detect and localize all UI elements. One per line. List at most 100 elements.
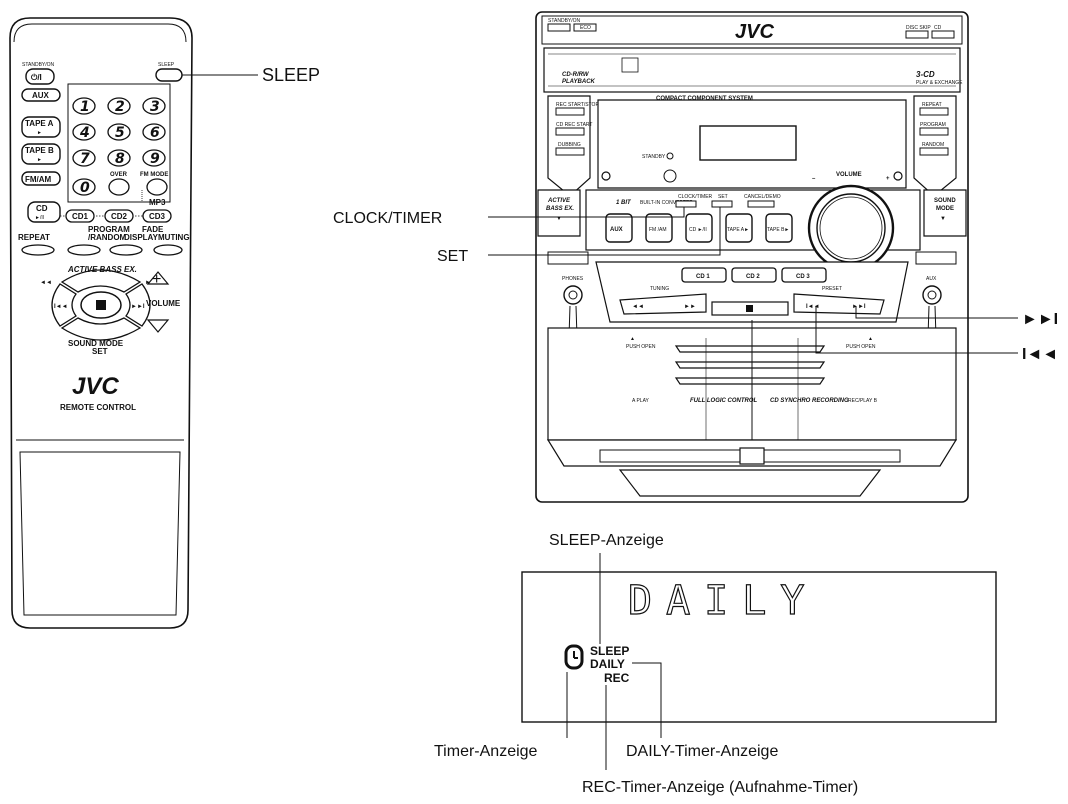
svg-text:AUX: AUX <box>926 276 937 282</box>
remote-program-button[interactable] <box>67 244 101 256</box>
unit-cd2-button[interactable] <box>731 267 777 283</box>
svg-text:DISC SKIP: DISC SKIP <box>906 25 931 31</box>
remote-key-1[interactable] <box>72 97 96 115</box>
svg-text:ACTIVE: ACTIVE <box>547 198 571 204</box>
unit-eco-button[interactable] <box>573 23 597 32</box>
remote-over-button[interactable] <box>108 178 130 196</box>
unit-tape-a-button[interactable] <box>725 213 753 243</box>
remote-sound-mode-label-2: SET <box>92 347 108 356</box>
remote-display-label: DISPLAY <box>124 233 159 242</box>
remote-key-5[interactable] <box>107 123 131 141</box>
volume-knob[interactable] <box>807 184 895 272</box>
unit-left-column: REC START/STOP CD REC START DUBBING <box>547 95 599 197</box>
display-panel <box>521 571 997 723</box>
remote-next-button[interactable] <box>125 283 151 327</box>
unit-aux-button[interactable] <box>605 213 633 243</box>
unit-tape-b-button[interactable] <box>765 213 793 243</box>
remote-active-bass-button[interactable] <box>60 269 142 293</box>
remote-tape-a-label: TAPE A <box>25 119 54 128</box>
unit-dubbing-button[interactable] <box>555 147 585 156</box>
segment-display-text: DAILY <box>628 578 818 624</box>
svg-text:AUX: AUX <box>610 227 623 233</box>
remote-cd-label: CD <box>36 204 48 213</box>
unit-right-column: REPEAT PROGRAM RANDOM <box>913 95 957 197</box>
remote-fm-am-label: FM/AM <box>25 175 52 184</box>
unit-clock-timer-button[interactable] <box>675 200 697 208</box>
svg-text:BUILT-IN CONVERTER: BUILT-IN CONVERTER <box>640 200 693 206</box>
svg-text:CD REC START: CD REC START <box>556 122 592 128</box>
unit-random-button[interactable] <box>919 147 949 156</box>
remote-number-keys: 1 2 3 4 5 6 7 8 9 0 OVER FM MODE MP3 <box>72 97 168 207</box>
remote-fade-button[interactable] <box>153 244 183 256</box>
remote-aux-button[interactable] <box>21 88 61 102</box>
remote-cd1-button[interactable] <box>65 209 95 223</box>
svg-text:PLAY & EXCHANGE: PLAY & EXCHANGE <box>916 80 963 86</box>
remote-key-0[interactable] <box>72 178 96 196</box>
unit-standby-button[interactable] <box>547 23 571 32</box>
compact-disc-icon <box>621 57 639 73</box>
remote-sleep-button[interactable] <box>155 68 183 82</box>
svg-text:FULL LOGIC CONTROL: FULL LOGIC CONTROL <box>690 398 758 404</box>
remote-key-6[interactable] <box>142 123 166 141</box>
unit-cd-rec-button[interactable] <box>555 127 585 136</box>
remote-key-2[interactable] <box>107 97 131 115</box>
svg-text:+: + <box>152 271 161 288</box>
unit-cd3-button[interactable] <box>781 267 827 283</box>
remote-key-4[interactable] <box>72 123 96 141</box>
unit-cd-play-button[interactable] <box>685 213 713 243</box>
svg-text:ECO: ECO <box>580 25 591 31</box>
svg-text:►: ► <box>37 157 42 163</box>
svg-text:CANCEL/DEMO: CANCEL/DEMO <box>744 194 781 200</box>
unit-active-bass-button[interactable] <box>537 189 581 237</box>
unit-program-button[interactable] <box>919 127 949 136</box>
remote-volume-down-button[interactable] <box>146 319 170 333</box>
unit-display-window <box>699 125 797 161</box>
unit-rec-start-button[interactable] <box>555 107 585 116</box>
remote-standby-button[interactable] <box>25 68 55 85</box>
unit-set-button[interactable] <box>711 200 733 208</box>
remote-repeat-label: REPEAT <box>18 233 50 242</box>
unit-cd1-button[interactable] <box>681 267 727 283</box>
remote-volume-up-button[interactable] <box>146 271 170 285</box>
remote-over-label: OVER <box>110 172 128 178</box>
unit-eject-button[interactable] <box>931 30 955 39</box>
remote-fm-mode-button[interactable] <box>146 178 168 196</box>
unit-source-buttons: AUX FM /AM CD ►/II TAPE A► TAPE B► <box>605 213 793 243</box>
unit-cancel-demo-button[interactable] <box>747 200 775 208</box>
svg-text:STANDBY: STANDBY <box>642 154 666 160</box>
svg-text:8: 8 <box>115 151 125 167</box>
remote-cd-button[interactable] <box>27 201 61 223</box>
unit-sound-mode-button[interactable] <box>923 189 967 237</box>
remote-key-7[interactable] <box>72 149 96 167</box>
remote-key-3[interactable] <box>142 97 166 115</box>
remote-fm-am-button[interactable] <box>21 171 61 186</box>
svg-text:COMPACT COMPONENT SYSTEM: COMPACT COMPONENT SYSTEM <box>656 96 753 102</box>
remote-control: STANDBY/ON ⏻/I SLEEP AUX TAPE A ► TAPE B… <box>9 17 193 629</box>
svg-text:4: 4 <box>79 125 90 141</box>
svg-text:BASS EX.: BASS EX. <box>546 206 574 212</box>
svg-text:TAPE B►: TAPE B► <box>767 227 789 233</box>
unit-tuning-rocker[interactable] <box>619 293 707 315</box>
remote-key-9[interactable] <box>142 149 166 167</box>
svg-text:►►: ►► <box>684 304 696 310</box>
unit-disc-skip-button[interactable] <box>905 30 929 39</box>
svg-text:▼: ▼ <box>556 216 562 222</box>
remote-sound-mode-button[interactable] <box>60 317 142 341</box>
unit-repeat-button[interactable] <box>919 107 949 116</box>
remote-display-button[interactable] <box>109 244 143 256</box>
remote-jvc-logo: JVC <box>72 373 119 400</box>
remote-mp3-label: MP3 <box>149 198 166 207</box>
clock-timer-callout-label: CLOCK/TIMER <box>333 210 442 227</box>
remote-prev-button[interactable] <box>51 283 77 327</box>
svg-text:0: 0 <box>80 180 90 196</box>
unit-fm-am-button[interactable] <box>645 213 673 243</box>
remote-program-label-1: PROGRAM <box>88 225 130 234</box>
remote-cd2-button[interactable] <box>104 209 134 223</box>
remote-repeat-button[interactable] <box>21 244 55 256</box>
remote-tape-b-button[interactable] <box>21 143 61 165</box>
remote-tape-a-button[interactable] <box>21 116 61 138</box>
remote-key-8[interactable] <box>107 149 131 167</box>
remote-tape-b-label: TAPE B <box>25 146 54 155</box>
remote-cd3-button[interactable] <box>142 209 172 223</box>
svg-text:1 BIT: 1 BIT <box>616 200 632 206</box>
